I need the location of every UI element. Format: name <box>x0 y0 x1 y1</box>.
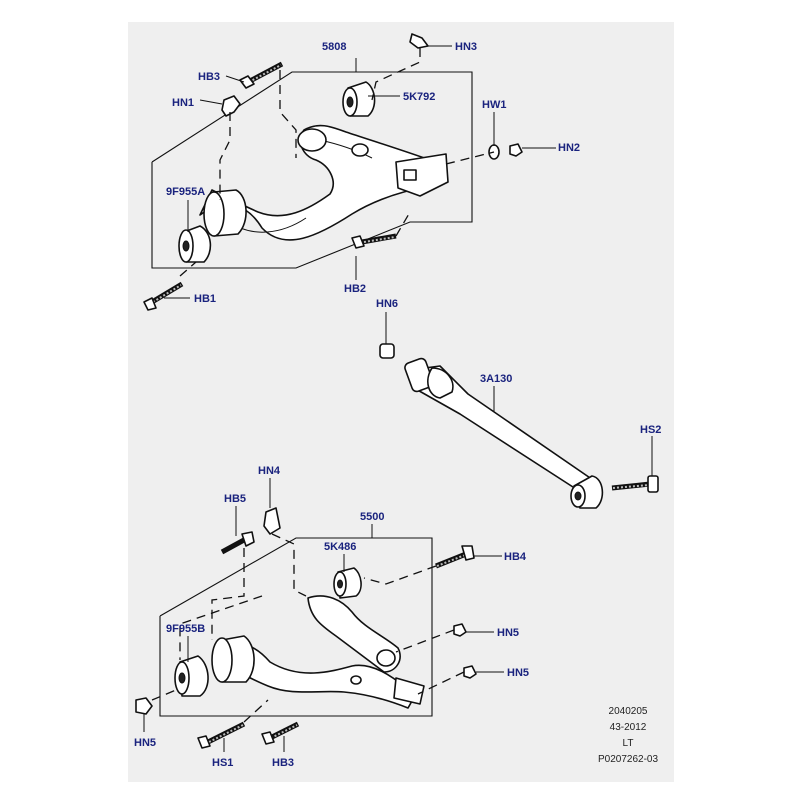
reference-block: 2040205 43-2012 LT P0207262-03 <box>598 706 658 765</box>
callout-hw1: HW1 <box>482 99 506 111</box>
callout-9f955b: 9F955B <box>166 623 205 635</box>
nut-hn6 <box>379 343 395 359</box>
bolt-hb4 <box>435 545 475 569</box>
diagram-panel <box>128 22 674 782</box>
callout-hb3-bottom: HB3 <box>272 757 294 769</box>
dashline-hn5-lower <box>417 671 465 695</box>
reference-line-4: P0207262-03 <box>598 754 658 765</box>
bolt-hb1 <box>143 281 184 311</box>
dashline-hb2 <box>395 211 411 237</box>
dashline-hb3 <box>279 70 297 158</box>
callout-hb5: HB5 <box>224 493 246 505</box>
upper-arm-front-eye <box>297 128 327 152</box>
nut-hn5-right-upper <box>453 623 467 637</box>
bolt-hb3-top <box>239 61 284 89</box>
dashline-hn5-left <box>151 689 177 701</box>
lower-arm-bracket <box>393 677 425 705</box>
dashline-hn5-upper <box>395 629 455 653</box>
callout-hn1: HN1 <box>172 97 194 109</box>
dashline-hs1 <box>243 699 269 723</box>
callout-hn2: HN2 <box>558 142 580 154</box>
lower-arm-frame <box>159 537 433 717</box>
reference-line-1: 2040205 <box>609 706 648 717</box>
bolt-hb2 <box>351 233 397 249</box>
callout-5k792: 5K792 <box>403 91 435 103</box>
bushing-9f955b-face <box>211 637 233 683</box>
dashline-hw1 <box>445 151 495 165</box>
bolt-hb3-bottom <box>261 721 300 745</box>
bushing-5k486-bore <box>337 579 343 589</box>
callout-5k486: 5K486 <box>324 541 356 553</box>
lower-arm-assembly <box>135 507 477 749</box>
callout-hn5-right-upper: HN5 <box>497 627 519 639</box>
reference-line-3: LT <box>623 738 634 749</box>
nut-hn3 <box>409 33 429 49</box>
lower-arm-small-hole <box>350 675 362 685</box>
nut-hn1 <box>221 95 241 117</box>
callout-hb3-top: HB3 <box>198 71 220 83</box>
callout-3a130: 3A130 <box>480 373 512 385</box>
toe-link-assembly <box>379 343 659 509</box>
upper-arm-frame <box>151 71 473 269</box>
dashline-bushing-b <box>179 595 263 660</box>
callout-labels: 5808 HN3 HB3 HN1 5K792 HW1 HN2 9F955A HB… <box>134 41 661 769</box>
callout-hn3: HN3 <box>455 41 477 53</box>
toe-link-outer-bore <box>574 491 582 501</box>
dashline-hn4 <box>271 533 307 597</box>
callout-hn5-left: HN5 <box>134 737 156 749</box>
callout-5808: 5808 <box>322 41 346 53</box>
callout-hn6: HN6 <box>376 298 398 310</box>
bushing-9f955b-bore <box>178 672 186 684</box>
bushing-9f955a-bore <box>182 240 190 252</box>
callout-hb4: HB4 <box>504 551 527 563</box>
nut-hn5-left <box>135 697 153 715</box>
callout-9f955a: 9F955A <box>166 186 205 198</box>
bushing-9f955a-face <box>203 191 225 237</box>
bushing-5k792-bore <box>346 96 354 108</box>
nut-hn5-right-lower <box>463 665 477 679</box>
callout-hn5-right-lower: HN5 <box>507 667 529 679</box>
callout-5500: 5500 <box>360 511 384 523</box>
bolt-hb5 <box>220 531 255 555</box>
dashline-hn3 <box>371 48 421 101</box>
reference-line-2: 43-2012 <box>610 722 647 733</box>
callout-hn4: HN4 <box>258 465 281 477</box>
dashline-hb4 <box>363 565 437 585</box>
upper-control-arm <box>199 124 431 241</box>
upper-arm-hole <box>351 143 369 157</box>
lower-arm-hole <box>376 649 396 667</box>
upper-arm-assembly <box>143 33 523 311</box>
bolt-hs1 <box>197 721 246 749</box>
dashline-hb5 <box>211 548 245 640</box>
lower-arm-spring-seat <box>307 595 401 673</box>
callout-hb1: HB1 <box>194 293 216 305</box>
dashline-hb1 <box>179 261 197 277</box>
callout-hb2: HB2 <box>344 283 366 295</box>
nut-hn2 <box>509 143 523 157</box>
bolt-hs2 <box>611 475 659 493</box>
callout-hs1: HS1 <box>212 757 233 769</box>
upper-arm-bracket-slot <box>403 169 417 181</box>
nut-hn4 <box>263 507 281 535</box>
callout-hs2: HS2 <box>640 424 661 436</box>
leader-lines <box>143 45 653 752</box>
toe-link-boot <box>427 367 454 399</box>
upper-arm-bracket <box>395 153 449 197</box>
